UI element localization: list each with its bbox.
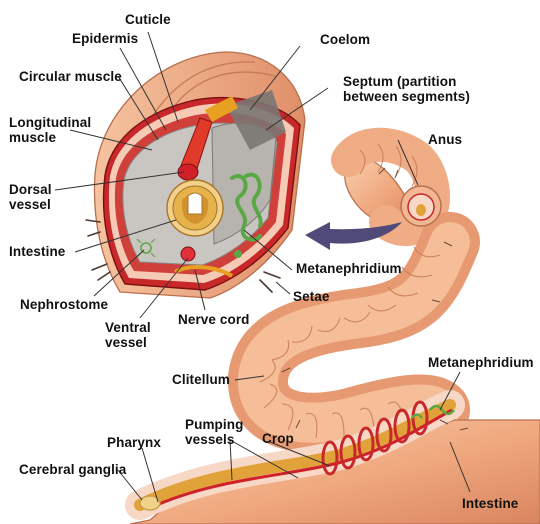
label-cerebral-ganglia: Cerebral ganglia [19,462,126,477]
label-intestine-cross: Intestine [9,244,65,259]
label-ventral-vessel: Ventral vessel [105,320,151,350]
label-metanephridium-cross: Metanephridium [296,261,402,276]
label-epidermis: Epidermis [72,31,138,46]
label-circular-muscle: Circular muscle [19,69,122,84]
cross-section [86,52,305,298]
label-cuticle: Cuticle [125,12,171,27]
label-metanephridium-body: Metanephridium [428,355,534,370]
label-setae: Setae [293,289,330,304]
label-longitudinal-muscle: Longitudinal muscle [9,115,91,145]
label-anus: Anus [428,132,462,147]
label-intestine-body: Intestine [462,496,518,511]
label-septum: Septum (partition between segments) [343,74,470,104]
label-nerve-cord: Nerve cord [178,312,250,327]
label-nephrostome: Nephrostome [20,297,108,312]
label-crop: Crop [262,431,294,446]
label-coelom: Coelom [320,32,370,47]
label-pumping-vessels: Pumping vessels [185,417,243,447]
label-dorsal-vessel: Dorsal vessel [9,182,52,212]
label-pharynx: Pharynx [107,435,161,450]
label-clitellum: Clitellum [172,372,230,387]
